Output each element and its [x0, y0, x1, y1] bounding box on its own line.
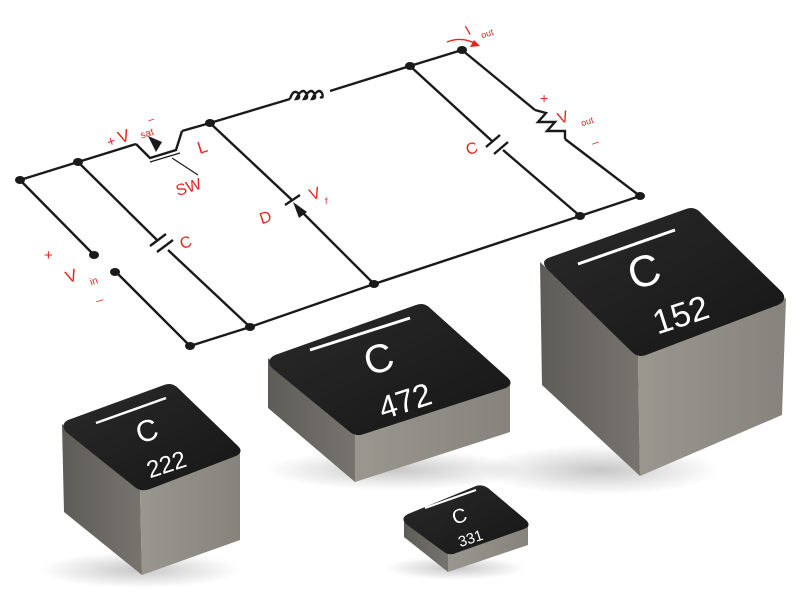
vin-v-label: V	[63, 265, 80, 287]
load-resistor-symbol	[534, 108, 567, 139]
vin-sub-label: in	[89, 275, 100, 288]
wire-input-cap-bottom	[167, 249, 251, 328]
node	[245, 323, 255, 331]
node	[575, 212, 585, 220]
vsat-v-label: V	[115, 125, 132, 147]
wire-output-cap-top	[409, 65, 493, 142]
inductor-331-left-side	[404, 517, 448, 572]
inductor-symbol	[288, 89, 324, 101]
logo-bar	[309, 316, 411, 352]
vf-sub-label: f	[325, 196, 328, 206]
logo-bar	[424, 489, 477, 509]
vsat-sub-label: sat	[139, 127, 155, 142]
current-arrow-icon	[446, 38, 477, 45]
vin-plus-terminal	[89, 251, 99, 259]
vin-plus-label: +	[44, 247, 53, 264]
inductor-331: C 331	[385, 485, 529, 580]
inductor-331-right-side	[448, 524, 528, 572]
switch-label: SW	[174, 176, 205, 200]
inductor-472-top	[269, 304, 511, 436]
vout-plus-label: +	[540, 90, 548, 106]
switch-symbol	[135, 130, 199, 176]
iout-sub-label: out	[480, 27, 495, 41]
inductor-472: C 472	[265, 304, 525, 490]
wire-vin-plus	[19, 179, 94, 255]
inductor-331-top	[403, 485, 529, 555]
logo-bar	[577, 228, 676, 266]
inductor-152-top	[544, 208, 785, 356]
vin-minus-label: –	[94, 291, 106, 308]
input-cap-label: C	[178, 233, 194, 253]
wire-diode-bottom	[299, 209, 375, 285]
vout-sub-label: out	[580, 115, 595, 129]
vsat-plus-label: +	[105, 132, 118, 150]
inductor-331-code: 331	[456, 527, 485, 551]
vout-minus-label: –	[590, 134, 601, 149]
logo-bar	[95, 396, 167, 425]
vout-v-label: V	[556, 108, 572, 128]
node	[73, 158, 83, 166]
output-capacitor-symbol	[485, 134, 509, 155]
inductor-222: C 222	[40, 384, 241, 588]
wire-input-cap-top	[77, 161, 158, 241]
vf-v-label: V	[307, 185, 323, 205]
inductor-222-left-side	[62, 424, 142, 575]
node	[457, 46, 467, 54]
node	[369, 280, 379, 288]
inductor-472-left-side	[268, 358, 355, 482]
wire-output-cap-bottom	[502, 149, 581, 217]
diode-symbol	[284, 194, 307, 218]
inductor-222-top	[63, 384, 241, 491]
inductor-152: C 152	[480, 208, 786, 495]
inductor-152-left-side	[540, 262, 640, 476]
current-arrowhead-icon	[470, 40, 480, 47]
node	[205, 119, 215, 127]
iout-i-label: I	[462, 22, 473, 38]
node	[405, 62, 415, 70]
inductor-label: L	[195, 137, 210, 158]
buck-converter-schematic: + V sat – L SW C D V f C + V in – I out …	[15, 22, 645, 350]
diode-label: D	[258, 208, 274, 228]
inductor-472-right-side	[355, 384, 510, 482]
wire-load-bottom	[564, 138, 641, 197]
vsat-minus-label: –	[147, 113, 157, 127]
wire-top-mid	[181, 97, 291, 133]
node	[185, 342, 195, 350]
node	[15, 176, 25, 184]
wire-diode-top	[209, 122, 293, 201]
wire-vin-minus	[115, 271, 191, 347]
input-capacitor-symbol	[149, 233, 174, 253]
inductor-331-logo: C	[449, 504, 470, 529]
vin-minus-terminal	[110, 268, 120, 276]
output-cap-label: C	[464, 139, 480, 159]
wire-top-right	[329, 48, 463, 93]
wire-load-top	[461, 49, 536, 111]
node	[635, 192, 645, 200]
